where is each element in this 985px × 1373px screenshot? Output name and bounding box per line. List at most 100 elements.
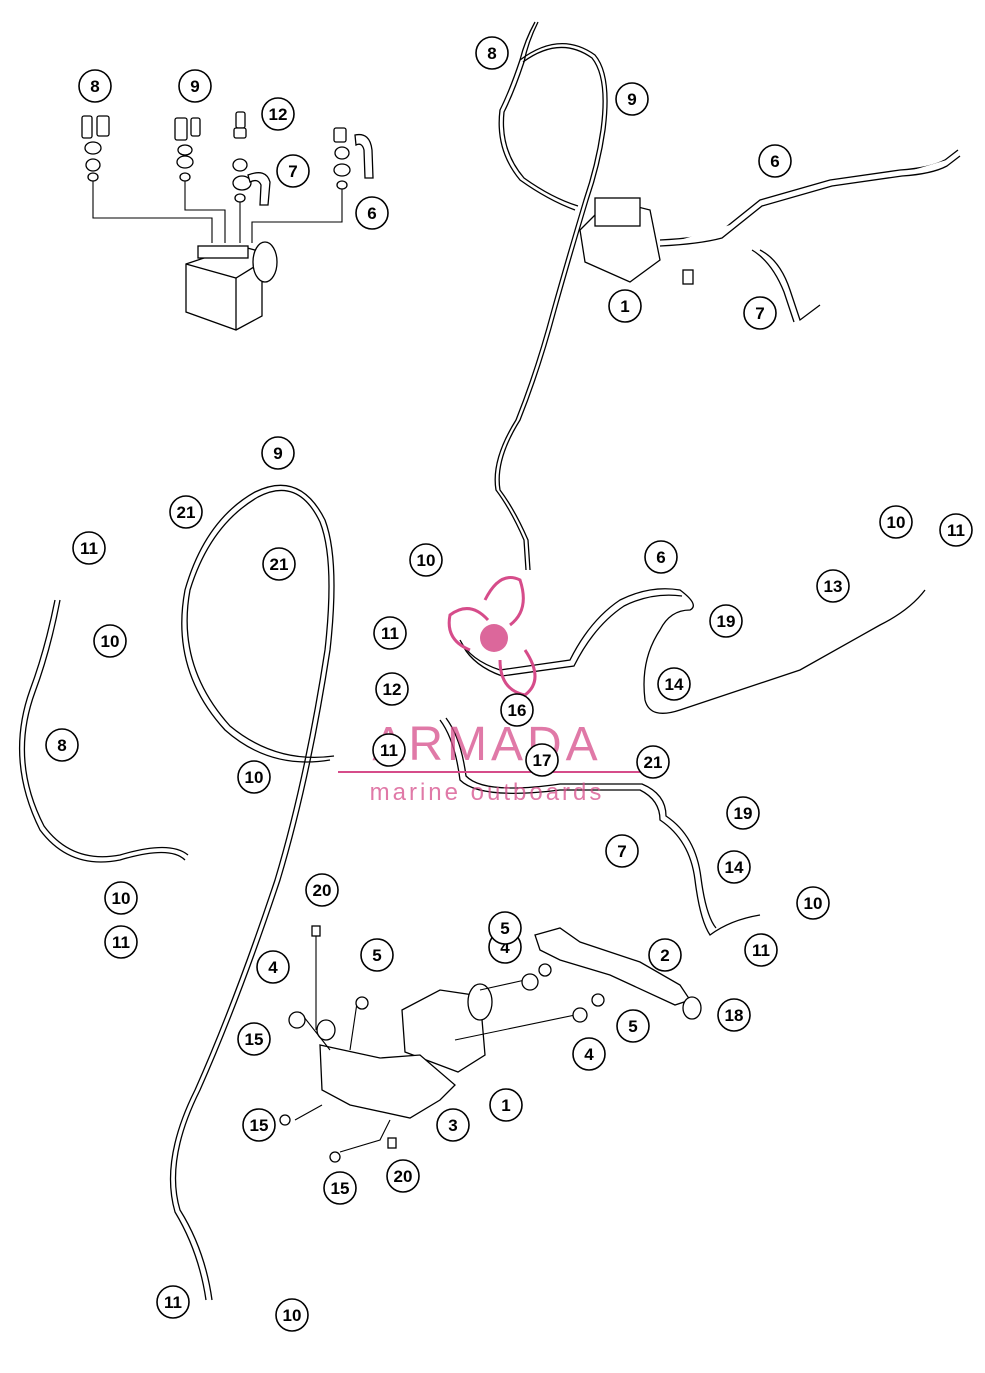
- callout-b-10: 10: [275, 1298, 309, 1332]
- callout-b-20a: 20: [305, 873, 339, 907]
- callout-number: 4: [268, 958, 278, 977]
- callout-number: 9: [190, 77, 199, 96]
- callout-c-19a: 19: [709, 604, 743, 638]
- callout-number: 14: [665, 675, 684, 694]
- callout-number: 18: [725, 1006, 744, 1025]
- callout-number: 6: [656, 548, 665, 567]
- callout-m-9: 9: [261, 436, 295, 470]
- brake-hoses-middle: [18, 484, 926, 1301]
- callout-number: 5: [628, 1017, 637, 1036]
- callout-c-11b: 11: [372, 733, 406, 767]
- callout-c-11s: 11: [744, 933, 778, 967]
- callout-tl-9: 9: [178, 69, 212, 103]
- callout-number: 4: [584, 1045, 594, 1064]
- callout-number: 9: [627, 90, 636, 109]
- callout-number: 11: [381, 624, 399, 643]
- callout-number: 10: [101, 632, 120, 651]
- callout-b-15a: 15: [237, 1022, 271, 1056]
- callout-number: 9: [273, 444, 282, 463]
- callout-number: 19: [717, 612, 736, 631]
- callout-number: 10: [417, 551, 436, 570]
- callout-tr-8: 8: [475, 36, 509, 70]
- callout-number: 7: [288, 162, 297, 181]
- callout-number: 12: [269, 105, 288, 124]
- callout-number: 21: [270, 555, 289, 574]
- callout-b-5a: 5: [360, 938, 394, 972]
- callout-b-11: 11: [156, 1285, 190, 1319]
- callout-m-8: 8: [45, 728, 79, 762]
- callout-m-10c: 10: [104, 881, 138, 915]
- callout-c-12: 12: [375, 672, 409, 706]
- callout-number: 15: [331, 1179, 350, 1198]
- callout-b-2: 2: [648, 938, 682, 972]
- callout-b-3: 3: [436, 1108, 470, 1142]
- callout-number: 11: [380, 741, 398, 760]
- callout-number: 10: [245, 768, 264, 787]
- callout-b-20b: 20: [386, 1159, 420, 1193]
- callout-number: 8: [487, 44, 496, 63]
- callout-number: 5: [372, 946, 381, 965]
- callout-number: 11: [752, 941, 770, 960]
- callout-number: 10: [112, 889, 131, 908]
- callout-b-4c: 4: [572, 1037, 606, 1071]
- callout-number: 11: [112, 933, 130, 952]
- callout-tl-7: 7: [276, 154, 310, 188]
- callout-number: 11: [80, 539, 98, 558]
- callout-m-21a: 21: [169, 495, 203, 529]
- callout-tr-1: 1: [608, 289, 642, 323]
- callout-m-10b: 10: [237, 760, 271, 794]
- callout-number: 10: [804, 894, 823, 913]
- callout-number: 3: [448, 1116, 457, 1135]
- callout-m-21b: 21: [262, 547, 296, 581]
- callout-number: 8: [57, 736, 66, 755]
- callout-c-19b: 19: [726, 796, 760, 830]
- callout-tl-12: 12: [261, 97, 295, 131]
- callout-c-11: 11: [373, 616, 407, 650]
- callout-c-13: 13: [816, 569, 850, 603]
- callout-number: 20: [313, 881, 332, 900]
- callout-tl-6: 6: [355, 196, 389, 230]
- installed-view-top-right: [494, 21, 961, 571]
- callout-c-7: 7: [605, 834, 639, 868]
- propeller-hub-icon: [480, 624, 508, 652]
- callout-m-11b: 11: [104, 925, 138, 959]
- callout-b-15b: 15: [242, 1108, 276, 1142]
- callout-number: 21: [644, 753, 663, 772]
- callout-b-4b: 4: [256, 950, 290, 984]
- callout-c-6: 6: [644, 540, 678, 574]
- callout-number: 7: [617, 842, 626, 861]
- callout-c-14b: 14: [717, 850, 751, 884]
- callout-number: 20: [394, 1167, 413, 1186]
- callout-tr-6: 6: [758, 144, 792, 178]
- callout-c-14a: 14: [657, 667, 691, 701]
- callout-number: 21: [177, 503, 196, 522]
- callout-number: 1: [620, 297, 629, 316]
- callout-number: 8: [90, 77, 99, 96]
- callout-number: 5: [500, 919, 509, 938]
- callout-number: 1: [501, 1096, 510, 1115]
- callout-b-5b: 5: [488, 911, 522, 945]
- callout-m-10a: 10: [93, 624, 127, 658]
- callout-tl-8: 8: [78, 69, 112, 103]
- callout-number: 6: [367, 204, 376, 223]
- callout-number: 12: [383, 680, 402, 699]
- callout-number: 11: [947, 521, 965, 540]
- callout-number: 15: [250, 1116, 269, 1135]
- armada-watermark: ARMADA marine outboards: [338, 576, 640, 806]
- callout-b-18: 18: [717, 998, 751, 1032]
- callout-number: 17: [533, 751, 552, 770]
- callout-c-17: 17: [525, 743, 559, 777]
- propeller-logo: [447, 576, 537, 697]
- callout-b-5c: 5: [616, 1009, 650, 1043]
- callout-b-1: 1: [489, 1088, 523, 1122]
- callout-number: 11: [164, 1293, 182, 1312]
- callout-c-21: 21: [636, 745, 670, 779]
- callout-number: 10: [887, 513, 906, 532]
- callout-number: 2: [660, 946, 669, 965]
- callout-number: 19: [734, 804, 753, 823]
- callout-number: 6: [770, 152, 779, 171]
- callout-number: 10: [283, 1306, 302, 1325]
- callout-number: 16: [508, 701, 527, 720]
